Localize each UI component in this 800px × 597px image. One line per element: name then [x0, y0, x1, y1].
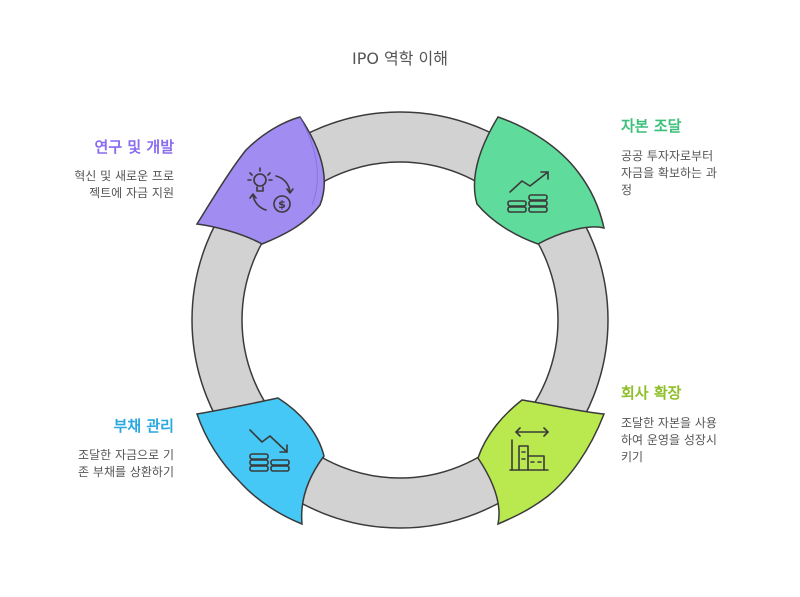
- stage-capital-title: 자본 조달: [621, 117, 682, 135]
- building-expand-icon: [509, 427, 549, 471]
- stage-capital-arrow: [473, 116, 605, 245]
- coins-decline-icon: [249, 429, 290, 472]
- diagram-title: IPO 역학 이해: [351, 49, 448, 68]
- stage-debt-desc-line: 존 부채를 상환하기: [78, 465, 174, 479]
- stage-debt-arrow: [196, 397, 325, 526]
- stage-debt-desc: 조달한 자금으로 기 존 부채를 상환하기: [78, 447, 174, 481]
- lightbulb-money-cycle-icon: $: [247, 167, 294, 213]
- stage-expansion-desc-line: 키기: [621, 450, 644, 464]
- stage-research-desc-line: 혁신 및 새로운 프로: [74, 169, 174, 183]
- stage-debt-desc-line: 조달한 자금으로 기: [78, 448, 174, 462]
- stage-expansion-title: 회사 확장: [621, 384, 682, 402]
- stage-research-title: 연구 및 개발: [94, 138, 174, 156]
- stage-debt-title: 부채 관리: [113, 417, 174, 435]
- stage-capital-desc-line: 정: [621, 183, 633, 197]
- stage-capital-desc-line: 자금을 확보하는 과: [621, 166, 717, 180]
- coins-growth-icon: [507, 171, 549, 213]
- stage-research-desc: 혁신 및 새로운 프로 젝트에 자금 지원: [74, 168, 174, 202]
- stage-capital-desc-line: 공공 투자자로부터: [621, 149, 714, 163]
- stage-capital-desc: 공공 투자자로부터 자금을 확보하는 과 정: [621, 148, 717, 199]
- stage-expansion-desc-line: 하여 운영을 성장시: [621, 433, 717, 447]
- stage-research-arrow: [195, 116, 325, 245]
- stage-expansion-desc: 조달한 자본을 사용 하여 운영을 성장시 키기: [621, 415, 717, 466]
- svg-text:$: $: [278, 198, 286, 211]
- stage-research-desc-line: 젝트에 자금 지원: [89, 186, 174, 200]
- stage-expansion-desc-line: 조달한 자본을 사용: [621, 416, 717, 430]
